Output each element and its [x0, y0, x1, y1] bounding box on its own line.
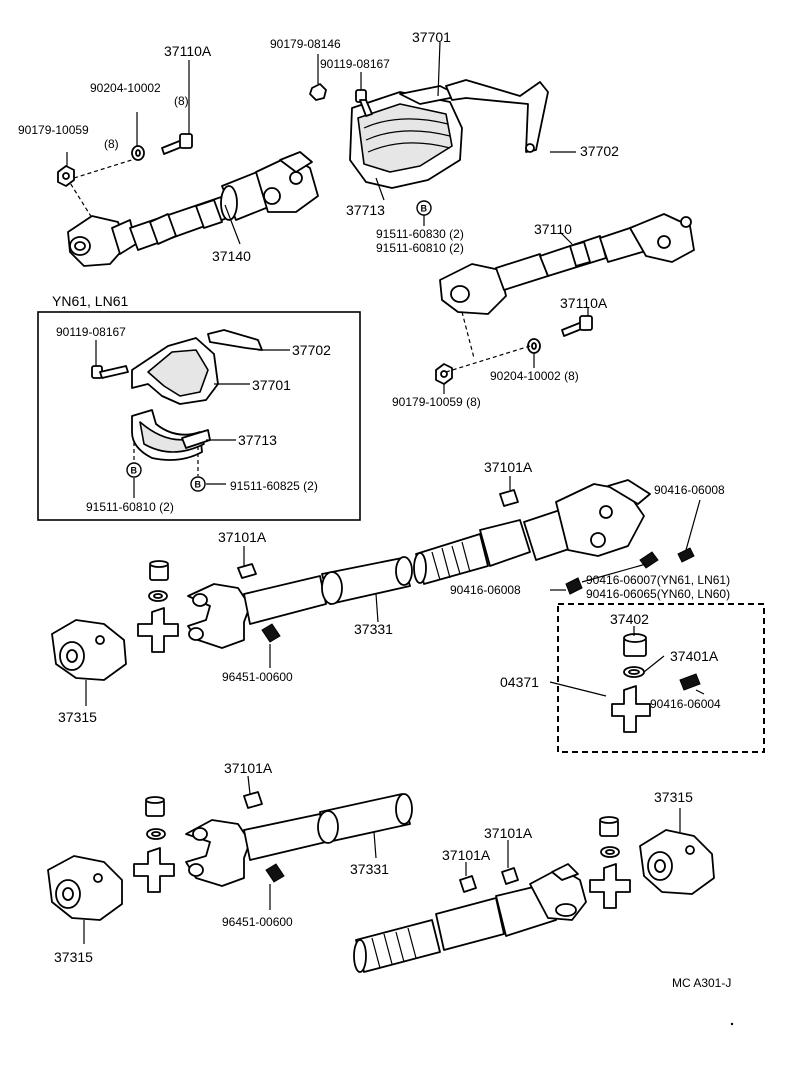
label-90119-top: 90119-08167 [320, 57, 390, 71]
label-90179-top: 90179-10059 [18, 123, 89, 137]
label-37110: 37110 [534, 221, 572, 237]
bearing-cup-mid-left [149, 560, 169, 581]
inset-label-37713: 37713 [238, 432, 277, 448]
label-90416-06007: 90416-06007(YN61, LN61) [586, 573, 730, 587]
inset-bracket-37702 [207, 329, 263, 351]
flange-37315-a [51, 619, 127, 681]
inset-label-91511-60810: 91511-60810 (2) [86, 500, 174, 514]
balance-piece-37101A-a [499, 489, 519, 507]
label-37702-top: 37702 [580, 143, 619, 159]
inset-label-90119: 90119-08167 [56, 325, 126, 339]
balance-piece-37101A-b [237, 563, 257, 579]
label-37140: 37140 [212, 248, 251, 264]
inset-label-37701: 37701 [252, 377, 291, 393]
grease-fitting-96451-b [265, 863, 285, 883]
label-90416-06004: 90416-06004 [650, 697, 721, 711]
label-96451-a: 96451-00600 [222, 670, 293, 684]
bearing-cup-bottom-left [145, 796, 165, 817]
label-37110A-mid: 37110A [560, 295, 608, 311]
grease-fitting-90416-06007 [639, 551, 659, 569]
flange-37315-b [47, 855, 123, 921]
label-37401A: 37401A [670, 648, 719, 664]
rear-shaft-assembly-bottom [185, 793, 413, 887]
balance-piece-37101A-c [243, 791, 263, 809]
svg-text:B: B [131, 466, 138, 476]
nut-90179-mid [435, 363, 453, 385]
spider-mid-left [137, 607, 179, 653]
bolt-37110A-top [161, 133, 193, 155]
label-90179-mid: 90179-10059 (8) [392, 395, 481, 409]
inset-label-91511-60825: 91511-60825 (2) [230, 479, 318, 493]
label-96451-b: 96451-00600 [222, 915, 293, 929]
label-37101A-c: 37101A [224, 760, 273, 776]
grease-fitting-96451-a [261, 623, 281, 643]
balance-piece-37101A-d [459, 875, 477, 893]
spider-bottom-right [589, 863, 631, 909]
grease-fitting-90416-06008-left [565, 577, 583, 595]
rear-shaft-assembly-mid [187, 479, 651, 649]
footer-dot [730, 1022, 734, 1026]
label-90204-top-qty: (8) [174, 94, 189, 108]
label-37402: 37402 [610, 611, 649, 627]
svg-text:B: B [195, 480, 202, 490]
nut-90179-08146 [309, 83, 327, 101]
badge-b-top: B [416, 200, 432, 216]
grease-fitting-90416-06008-right [677, 547, 695, 563]
inset-label-37702: 37702 [292, 342, 331, 358]
spider-04371 [611, 685, 651, 733]
grease-fitting-90416-06004 [679, 673, 701, 691]
spider-bottom-left [133, 847, 175, 893]
label-37315-a: 37315 [58, 709, 97, 725]
label-90416-06008-left: 90416-06008 [450, 583, 521, 597]
bolt-37110A-mid [561, 315, 593, 337]
label-37331-b: 37331 [350, 861, 389, 877]
label-90416-06008-right: 90416-06008 [654, 483, 725, 497]
washer-90204-mid [527, 338, 541, 354]
label-91511-60830: 91511-60830 (2) [376, 227, 464, 241]
washer-90204-top [131, 145, 145, 161]
label-37713-top: 37713 [346, 202, 385, 218]
label-90179-top-qty: (8) [104, 137, 119, 151]
label-37701-top: 37701 [412, 29, 451, 45]
label-37315-c: 37315 [54, 949, 93, 965]
label-91511-60810-top: 91511-60810 (2) [376, 241, 464, 255]
label-37101A-b: 37101A [218, 529, 267, 545]
snap-ring-bottom-left [146, 828, 166, 840]
bracket-37702-top [445, 79, 549, 153]
snap-ring-37401A [623, 666, 645, 678]
footer-code: MC A301-J [672, 976, 731, 990]
label-37331-a: 37331 [354, 621, 393, 637]
bearing-cup-37402 [623, 633, 647, 657]
balance-piece-37101A-e [501, 867, 519, 885]
inset-title: YN61, LN61 [52, 293, 128, 309]
label-37315-b: 37315 [654, 789, 693, 805]
label-37110A-top: 37110A [164, 43, 212, 59]
label-90179-08146: 90179-08146 [270, 37, 341, 51]
label-37101A-e: 37101A [442, 847, 491, 863]
label-37101A-d: 37101A [484, 825, 533, 841]
svg-text:B: B [421, 204, 428, 214]
propeller-shaft-37110 [439, 213, 695, 315]
snap-ring-bottom-right [600, 846, 620, 858]
inset-bearing-37701 [131, 337, 219, 405]
inset-badge-b-left: B [126, 462, 142, 478]
bearing-cup-bottom-right [599, 816, 619, 837]
label-90204-mid: 90204-10002 (8) [490, 369, 579, 383]
nut-90179-top [57, 165, 75, 187]
inset-cushion-37713 [131, 409, 211, 461]
front-propeller-shaft-assembly [67, 151, 319, 267]
snap-ring-mid-left [148, 590, 168, 602]
label-04371: 04371 [500, 674, 539, 690]
label-90204-top: 90204-10002 [90, 81, 161, 95]
inset-badge-b-right: B [190, 476, 206, 492]
kit-box-04371 [557, 603, 765, 753]
flange-37315-c [639, 829, 715, 895]
inset-box [37, 311, 361, 521]
label-90416-06065: 90416-06065(YN60, LN60) [586, 587, 730, 601]
inset-bolt-90119 [91, 365, 129, 379]
label-37101A-a: 37101A [484, 459, 533, 475]
splined-yoke-bottom [353, 863, 587, 973]
